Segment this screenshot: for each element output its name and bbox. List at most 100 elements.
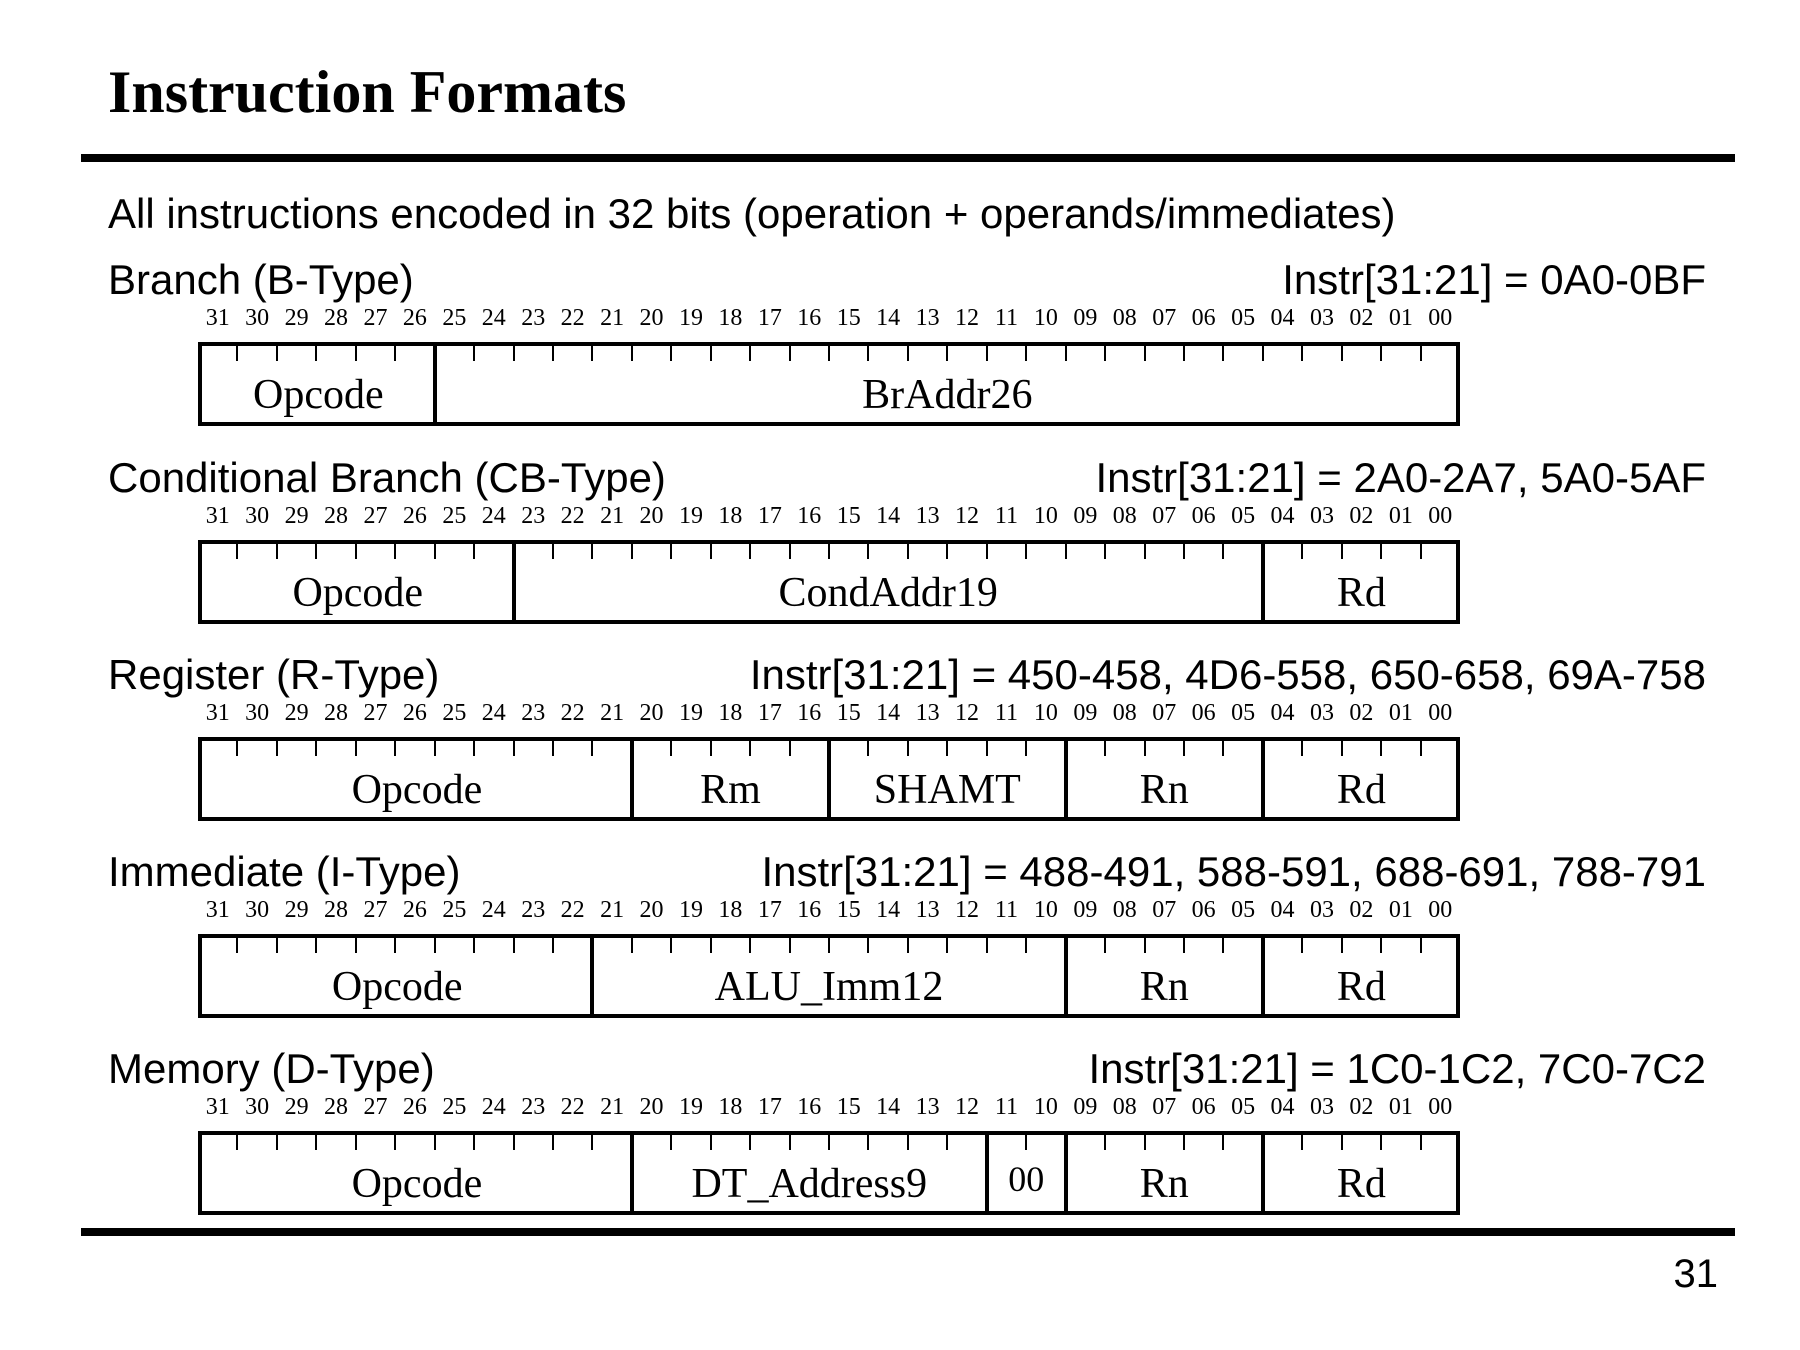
bit-number: 13: [915, 897, 940, 923]
bit-number: 30: [245, 897, 270, 923]
bit-number: 06: [1191, 1094, 1216, 1120]
bit-number: 23: [521, 305, 546, 331]
bit-tick: [670, 346, 673, 361]
bit-number: 11: [994, 897, 1019, 923]
bit-number: 20: [639, 1094, 664, 1120]
bit-number: 20: [639, 503, 664, 529]
bit-tick: [1182, 741, 1185, 756]
bit-tick: [1301, 346, 1304, 361]
bit-tick: [236, 346, 239, 361]
bit-tick: [1301, 741, 1304, 756]
bit-number: 28: [324, 1094, 349, 1120]
bit-tick: [551, 346, 554, 361]
bit-tick: [906, 544, 909, 559]
bit-number: 31: [205, 897, 230, 923]
bit-tick: [512, 741, 515, 756]
bit-number: 01: [1388, 503, 1413, 529]
bit-number: 23: [521, 503, 546, 529]
bit-tick: [828, 544, 830, 559]
bit-number: 19: [678, 503, 703, 529]
bit-number: 20: [639, 897, 664, 923]
bit-number: 03: [1309, 305, 1334, 331]
bit-tick: [275, 346, 278, 361]
bit-number: 26: [402, 700, 427, 726]
bit-tick: [1222, 741, 1225, 756]
bit-number: 27: [363, 305, 388, 331]
field-label: Opcode: [351, 767, 483, 813]
bit-number: 14: [876, 897, 901, 923]
bit-number: 24: [481, 503, 506, 529]
bit-tick: [275, 741, 278, 756]
bit-tick: [236, 741, 239, 756]
bit-number: 06: [1191, 503, 1216, 529]
bit-number: 24: [481, 700, 506, 726]
bit-tick: [394, 544, 397, 559]
bit-tick: [1419, 1135, 1422, 1150]
bit-number: 05: [1231, 897, 1256, 923]
field-braddr26: BrAddr26: [432, 346, 1458, 422]
bit-number: 12: [955, 897, 980, 923]
bit-number: 00: [1428, 305, 1453, 331]
bit-tick: [354, 741, 357, 756]
bit-tick: [709, 346, 712, 361]
bit-number: 03: [1309, 503, 1334, 529]
bit-number: 19: [678, 700, 703, 726]
field-label: DT_Address9: [691, 1161, 928, 1207]
bit-number: 02: [1349, 897, 1374, 923]
bit-number: 05: [1231, 503, 1256, 529]
bit-number: 10: [1033, 700, 1058, 726]
bit-tick: [315, 346, 318, 361]
bit-number: 16: [797, 897, 822, 923]
bit-tick: [828, 346, 830, 361]
bit-tick: [1340, 544, 1343, 559]
bit-tick: [1340, 741, 1343, 756]
bit-number: 12: [955, 503, 980, 529]
bit-number: 29: [284, 897, 309, 923]
bit-tick: [512, 1135, 515, 1150]
field-opcode: Opcode: [202, 346, 435, 422]
field-rd: Rd: [1260, 938, 1458, 1014]
bit-tick: [1222, 544, 1225, 559]
bit-number: 22: [560, 1094, 585, 1120]
bit-tick: [1182, 938, 1185, 953]
bit-number: 15: [836, 305, 861, 331]
bit-tick: [1222, 1135, 1225, 1150]
bit-number: 21: [600, 897, 625, 923]
field-alu-imm12: ALU_Imm12: [590, 938, 1063, 1014]
bit-tick: [394, 1135, 397, 1150]
bit-number: 15: [836, 897, 861, 923]
bit-tick: [670, 741, 673, 756]
title-rule: [81, 154, 1735, 162]
bit-tick: [1104, 741, 1107, 756]
footer-rule: [81, 1228, 1735, 1236]
bit-tick: [1261, 346, 1264, 361]
bit-tick: [591, 544, 594, 559]
bit-number: 31: [205, 1094, 230, 1120]
bit-tick: [1182, 544, 1185, 559]
bit-tick: [551, 1135, 554, 1150]
bit-number: 09: [1073, 305, 1098, 331]
bit-number: 16: [797, 700, 822, 726]
bit-number: 08: [1112, 700, 1137, 726]
bit-tick: [709, 938, 712, 953]
bit-tick: [985, 544, 988, 559]
bit-tick: [1104, 938, 1107, 953]
bit-tick: [1380, 1135, 1383, 1150]
bit-number: 10: [1033, 503, 1058, 529]
field-label: Rm: [700, 767, 761, 813]
bit-number: 18: [718, 1094, 743, 1120]
bit-tick: [630, 346, 633, 361]
bit-tick: [394, 741, 397, 756]
bit-tick: [473, 544, 476, 559]
bit-number: 17: [757, 305, 782, 331]
bit-number: 03: [1309, 1094, 1334, 1120]
bit-tick: [1380, 938, 1383, 953]
bit-number: 30: [245, 1094, 270, 1120]
bit-number: 22: [560, 503, 585, 529]
bit-number: 27: [363, 503, 388, 529]
bit-number: 13: [915, 700, 940, 726]
bit-tick: [551, 938, 554, 953]
bit-tick: [1380, 741, 1383, 756]
